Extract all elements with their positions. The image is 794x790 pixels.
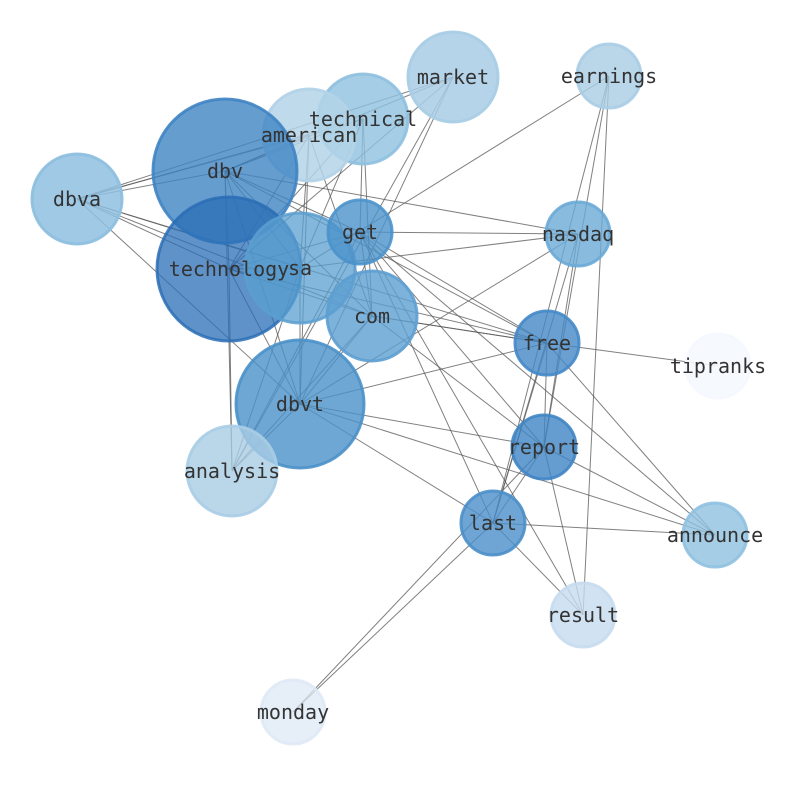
node-label-last: last: [469, 511, 517, 535]
node-label-analysis: analysis: [184, 459, 280, 483]
node-result[interactable]: [549, 581, 617, 649]
edge-last-announce: [492, 522, 716, 536]
node-earnings[interactable]: [575, 42, 643, 110]
node-label-nasdaq: nasdaq: [542, 222, 614, 246]
node-label-market: market: [417, 65, 489, 89]
node-report[interactable]: [510, 413, 578, 481]
node-tipranks[interactable]: [684, 332, 752, 400]
node-label-technology: technology: [169, 257, 289, 281]
node-label-get: get: [342, 220, 378, 244]
node-analysis[interactable]: [185, 424, 279, 518]
node-label-announce: announce: [667, 523, 763, 547]
node-last[interactable]: [459, 489, 527, 557]
edge-earnings-result: [582, 75, 610, 616]
edge-get-announce: [359, 231, 716, 536]
node-label-sa: sa: [288, 256, 312, 280]
node-label-dbvt: dbvt: [276, 392, 324, 416]
node-label-report: report: [508, 435, 580, 459]
node-monday[interactable]: [259, 678, 327, 746]
node-label-result: result: [547, 603, 619, 627]
node-label-american: american: [261, 123, 357, 147]
edge-get-report: [359, 231, 545, 448]
node-com[interactable]: [325, 269, 419, 363]
edge-get-nasdaq: [359, 231, 579, 235]
node-nasdaq[interactable]: [544, 200, 612, 268]
node-dbva[interactable]: [30, 152, 124, 246]
edge-free-announce: [546, 342, 716, 536]
nodes-layer: [30, 30, 752, 746]
node-announce[interactable]: [681, 501, 749, 569]
node-label-dbva: dbva: [53, 187, 101, 211]
node-dbvt[interactable]: [234, 338, 366, 470]
node-label-tipranks: tipranks: [670, 354, 766, 378]
edge-dbvt-announce: [299, 403, 716, 536]
node-sa[interactable]: [243, 211, 357, 325]
node-label-free: free: [523, 331, 571, 355]
node-label-com: com: [354, 304, 390, 328]
edge-report-monday: [292, 446, 545, 713]
edge-get-free: [359, 231, 548, 344]
node-label-earnings: earnings: [561, 64, 657, 88]
node-market[interactable]: [406, 30, 500, 124]
node-label-dbv: dbv: [207, 159, 243, 183]
node-get[interactable]: [326, 198, 394, 266]
node-free[interactable]: [513, 309, 581, 377]
node-label-technical: technical: [309, 107, 417, 131]
edge-last-monday: [292, 522, 494, 713]
node-label-monday: monday: [257, 700, 329, 724]
